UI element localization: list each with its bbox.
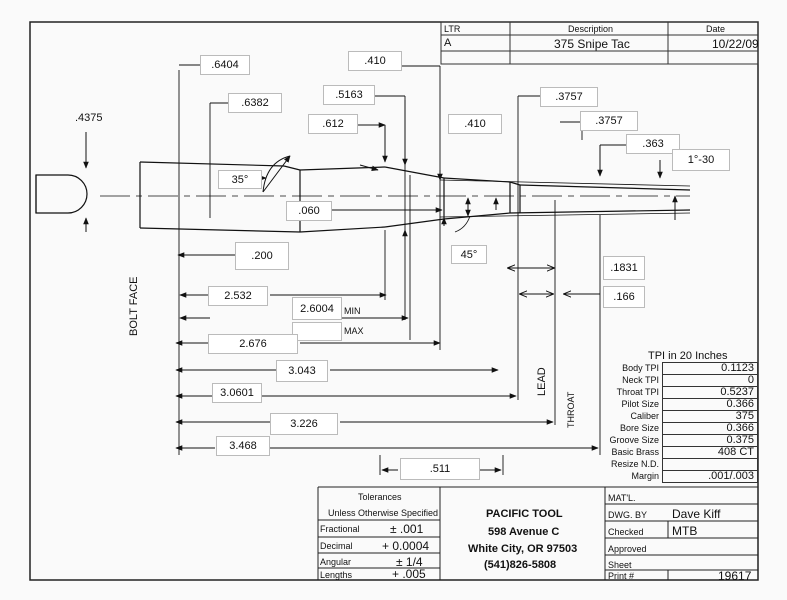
dim-1831: .1831 xyxy=(603,256,645,280)
angle-arc-35 xyxy=(262,155,291,193)
dim-max-box xyxy=(292,322,342,341)
dim-max-label: MAX xyxy=(344,326,364,336)
throat-label: THROAT xyxy=(566,391,576,428)
dim-35-deg: 35° xyxy=(218,170,262,189)
rev-description-header: Description xyxy=(568,24,614,34)
title-block-grid xyxy=(317,486,758,580)
angular-value: ± 1/4 xyxy=(396,555,423,569)
dim-511: .511 xyxy=(400,458,480,480)
dim-166: .166 xyxy=(603,286,645,308)
dwg-by-value: Dave Kiff xyxy=(672,507,721,521)
tpi-title: TPI in 20 Inches xyxy=(648,350,728,362)
dim-3226: 3.226 xyxy=(270,413,338,435)
print-label: Print # xyxy=(608,571,635,581)
dim-612: .612 xyxy=(308,114,358,134)
fractional-label: Fractional xyxy=(320,524,360,534)
lengths-label: Lengths xyxy=(320,570,353,580)
dim-060: .060 xyxy=(286,201,332,221)
table-row: Margin.001/.003 xyxy=(604,470,758,483)
lead-label: LEAD xyxy=(536,367,548,396)
open-arrows xyxy=(508,268,600,294)
dim-6382: .6382 xyxy=(228,93,282,113)
sheet-border xyxy=(29,21,759,581)
bolt-face-label: BOLT FACE xyxy=(128,276,140,336)
dim-3757-top: .3757 xyxy=(540,87,598,107)
decimal-label: Decimal xyxy=(320,541,353,551)
company-phone: (541)826-5808 xyxy=(484,559,557,571)
company-city: White City, OR 97503 xyxy=(468,543,578,555)
revision-block xyxy=(440,21,759,65)
print-value: 19617 xyxy=(718,569,752,583)
angle-arc-45 xyxy=(454,215,471,233)
dim-4375: .4375 xyxy=(75,112,103,124)
angular-label: Angular xyxy=(320,557,352,567)
lengths-value: + .005 xyxy=(392,567,426,581)
dim-3043: 3.043 xyxy=(276,360,328,382)
dim-410-top: .410 xyxy=(348,51,402,71)
rev-ltr-value: A xyxy=(444,37,452,49)
approved-label: Approved xyxy=(608,544,647,554)
sheet-label: Sheet xyxy=(608,560,632,570)
rev-ltr-header: LTR xyxy=(444,24,461,34)
dim-30601: 3.0601 xyxy=(212,383,262,403)
dim-1-30: 1°-30 xyxy=(672,149,730,171)
fractional-value: ± .001 xyxy=(390,522,424,536)
rev-date-header: Date xyxy=(706,24,726,34)
table-row: Resize N.D. xyxy=(604,458,758,471)
matl-label: MAT'L. xyxy=(608,493,636,503)
decimal-value: + 0.0004 xyxy=(382,539,430,553)
dim-45-deg: 45° xyxy=(451,245,487,264)
dim-26004: 2.6004 xyxy=(292,297,342,320)
dim-200: .200 xyxy=(235,242,289,270)
dim-363: .363 xyxy=(626,134,680,154)
dim-5163: .5163 xyxy=(323,85,375,105)
extension-lines xyxy=(178,64,640,475)
dimension-arrows xyxy=(83,100,678,473)
dim-3468: 3.468 xyxy=(216,436,270,456)
checked-label: Checked xyxy=(608,527,644,537)
checked-value: MTB xyxy=(672,524,698,538)
dim-2676: 2.676 xyxy=(208,334,298,354)
company-street: 598 Avenue C xyxy=(488,526,560,538)
dim-410-mid: .410 xyxy=(448,114,502,134)
dwg-by-label: DWG. BY xyxy=(608,510,648,520)
dim-min-label: MIN xyxy=(344,306,361,316)
rev-date-value: 10/22/09 xyxy=(712,37,759,51)
dim-6404: .6404 xyxy=(200,55,250,75)
dim-3757-mid: .3757 xyxy=(580,111,638,131)
dim-2532: 2.532 xyxy=(208,286,268,306)
rev-description-value: 375 Snipe Tac xyxy=(554,37,630,51)
company-name: PACIFIC TOOL xyxy=(486,508,563,520)
tolerances-subtitle: Unless Otherwise Specified xyxy=(328,508,439,518)
tolerances-title: Tolerances xyxy=(358,492,402,502)
chamber-profile xyxy=(35,161,691,233)
